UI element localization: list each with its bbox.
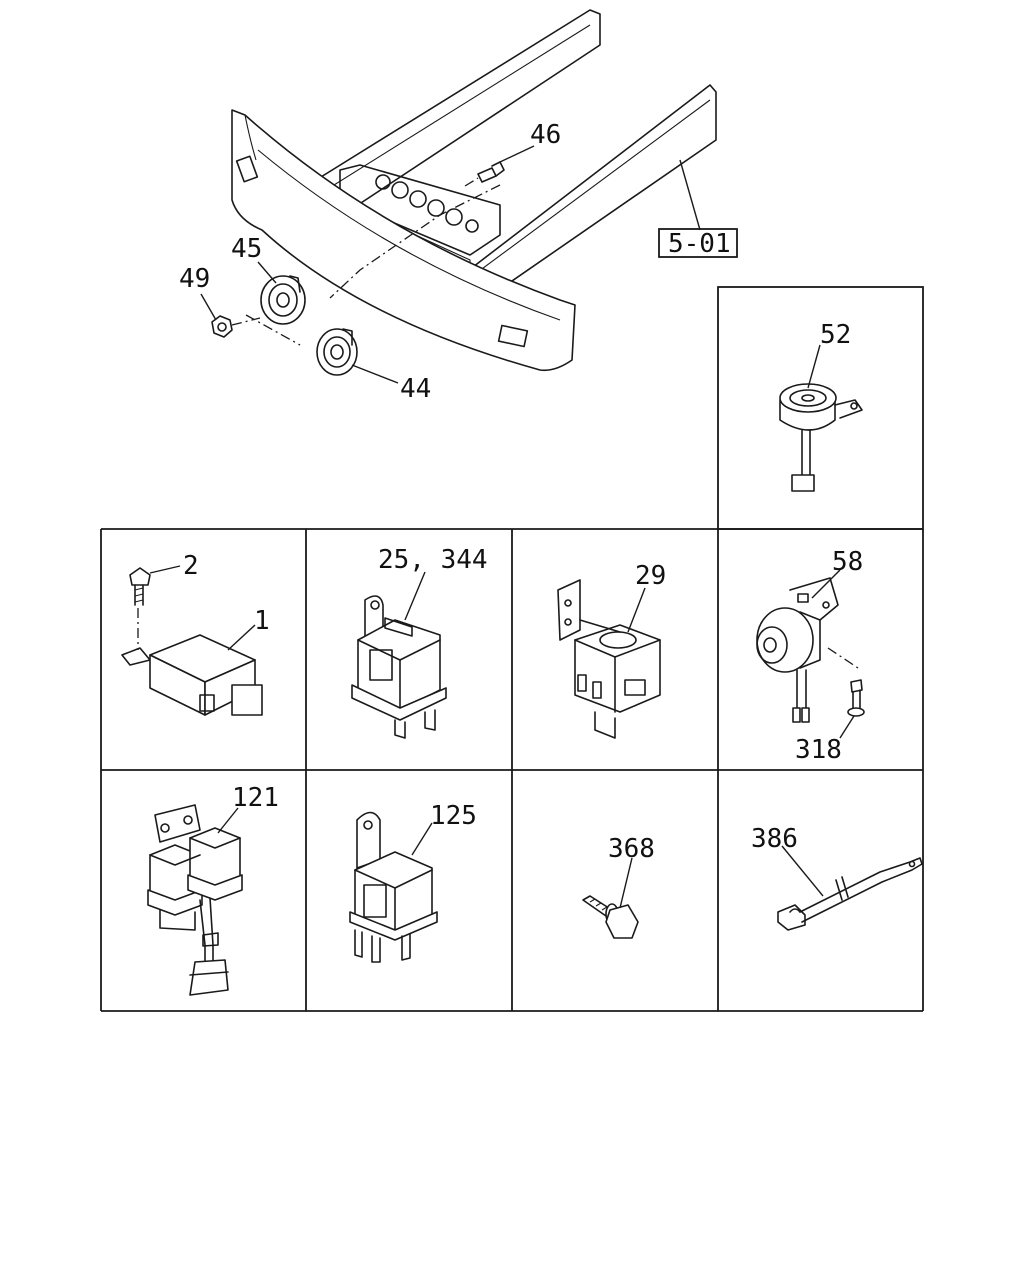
callout-58: 58 [832, 547, 863, 577]
part-52-drawing [779, 344, 863, 492]
callout-25-344: 25, 344 [378, 545, 488, 575]
part-386-drawing [777, 845, 923, 931]
callout-2: 2 [183, 551, 199, 581]
callout-121: 121 [232, 783, 279, 813]
parts-grid [100, 286, 924, 1012]
callout-29: 29 [635, 561, 666, 591]
ref-box-label: 5-01 [668, 229, 731, 259]
part-121-drawing [147, 804, 243, 996]
callout-386: 386 [751, 824, 798, 854]
part-58-318-drawing [756, 569, 865, 739]
callout-1: 1 [254, 606, 270, 636]
callout-52: 52 [820, 320, 851, 350]
callout-368: 368 [608, 834, 655, 864]
part-25-344-drawing [351, 571, 447, 739]
frame-assembly-drawing [200, 9, 738, 384]
callout-46: 46 [530, 120, 561, 150]
callout-45: 45 [231, 234, 262, 264]
ref-box-frame [658, 228, 738, 258]
callout-318: 318 [795, 735, 842, 765]
callout-44: 44 [400, 374, 431, 404]
callout-49: 49 [179, 264, 210, 294]
part-1-2-drawing [121, 565, 263, 716]
part-29-drawing [557, 579, 661, 739]
part-125-drawing [349, 811, 438, 963]
part-368-drawing [582, 857, 639, 939]
callout-125: 125 [430, 801, 477, 831]
